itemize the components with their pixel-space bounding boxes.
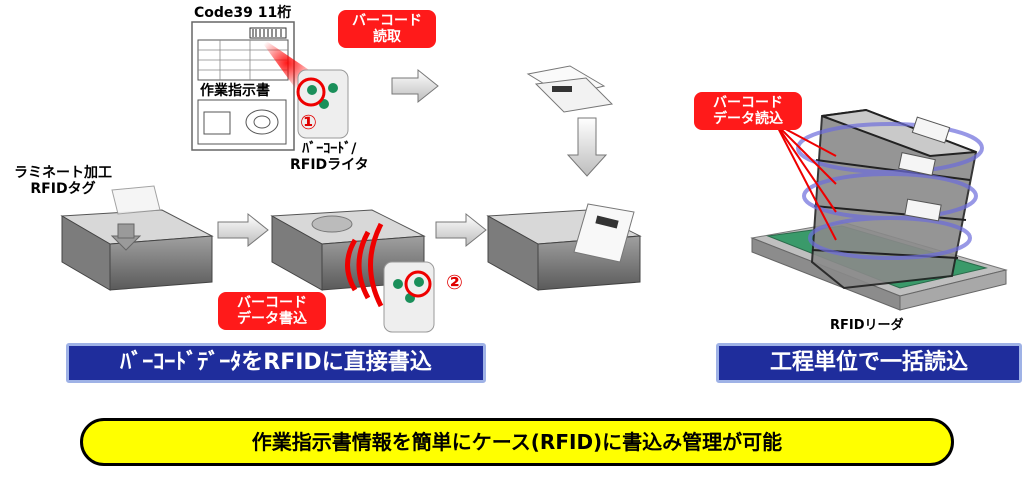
read-callout: バーコード データ読込 (694, 92, 802, 130)
scan-callout: バーコード 読取 (338, 10, 436, 48)
case-box-3 (486, 203, 642, 291)
read-lines (775, 123, 837, 241)
arrow-right-3 (435, 212, 487, 248)
right-banner: 工程単位で一括読込 (716, 343, 1022, 383)
tag-label: ラミネート加工 RFIDタグ (14, 165, 112, 197)
handheld-scanner-top (296, 69, 349, 139)
write-radio-waves (345, 222, 384, 308)
read-callout-line2: データ読込 (713, 111, 783, 127)
handheld-writer-bottom (383, 261, 435, 333)
writer-label-line2: RFIDライタ (290, 157, 369, 173)
reader-label: RFIDリーダ (830, 318, 904, 333)
work-instruction-doc (191, 21, 295, 151)
arrow-right-1 (391, 68, 439, 104)
read-callout-line1: バーコード (713, 95, 783, 111)
case-box-1 (60, 185, 214, 291)
write-callout: バーコード データ書込 (218, 292, 326, 330)
step-number-1: ① (300, 110, 317, 134)
doc-title: 作業指示書 (200, 83, 270, 99)
scan-callout-line2: 読取 (373, 29, 401, 45)
tag-label-line1: ラミネート加工 (14, 165, 112, 181)
write-callout-line1: バーコード (237, 295, 307, 311)
write-callout-line2: データ書込 (237, 311, 307, 327)
bottom-banner: 作業指示書情報を簡単にケース(RFID)に書込み管理が可能 (80, 418, 954, 466)
code39-label: Code39 11桁 (194, 5, 292, 21)
arrow-right-2 (217, 212, 269, 248)
left-banner: ﾊﾞｰｺｰﾄﾞﾃﾞｰﾀをRFIDに直接書込 (66, 343, 486, 383)
folded-document (526, 65, 614, 113)
arrow-down (566, 117, 608, 177)
scan-callout-line1: バーコード (352, 13, 422, 29)
step-number-2: ② (446, 270, 463, 294)
writer-label: ﾊﾞｰｺｰﾄﾞ/ RFIDライタ (290, 141, 369, 173)
tag-label-line2: RFIDタグ (30, 181, 96, 197)
writer-label-line1: ﾊﾞｰｺｰﾄﾞ/ (302, 141, 357, 157)
stacked-cases (796, 108, 984, 290)
